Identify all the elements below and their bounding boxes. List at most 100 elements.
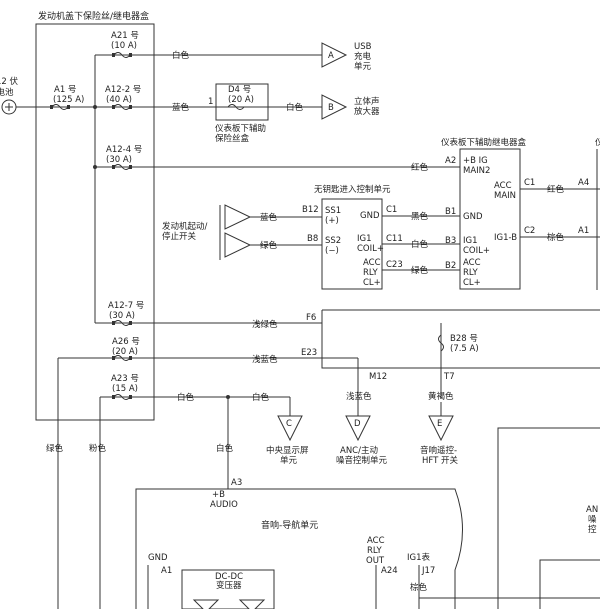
relay-accmain-a: ACC: [494, 181, 512, 191]
wire-white-c: 白色: [252, 392, 270, 403]
wire-white-a21: 白色: [172, 50, 190, 61]
battery-voltage: 12 伏: [0, 76, 19, 87]
fuse-box-outline: [35, 23, 155, 421]
connector-a: [321, 42, 348, 68]
fuse-a12-2-name: A12-2 号: [105, 85, 141, 95]
keyless-pin-c1: C1: [386, 205, 397, 215]
relay-accmain-b: MAIN: [494, 191, 516, 201]
wire-brown-c2: 棕色: [547, 232, 565, 243]
relay-main2-b: MAIN2: [463, 166, 490, 176]
d4-caption2: 保险丝盒: [215, 133, 250, 144]
d4-pin: 1: [208, 97, 213, 107]
relay-coil-a: IG1: [463, 236, 478, 246]
wire-white-ig1: 白色: [411, 239, 429, 250]
fuse-a12-2: [113, 104, 131, 110]
dcdc-converter: DC-DC 变压器: [181, 569, 275, 609]
pin-e23: E23: [301, 348, 317, 358]
right-inner-box: [539, 559, 600, 609]
pin-t7: T7: [443, 372, 455, 382]
relay-accrly-b: RLY: [463, 268, 479, 278]
keyless-acc-a: ACC: [363, 258, 381, 268]
connector-b: [321, 94, 348, 120]
wire-red-c1: 红色: [547, 184, 565, 195]
fuse-a23-rating: (15 A): [112, 384, 138, 394]
keyless-ss2-b: (−): [325, 246, 339, 256]
connector-e-label1: 音响遥控-: [420, 445, 457, 456]
fuse-a12-7-rating: (30 A): [109, 311, 135, 321]
fuse-a21-rating: (10 A): [111, 41, 137, 51]
audio-acc1: ACC: [367, 536, 385, 546]
connector-d-letter: D: [354, 419, 361, 429]
connector-b-letter: B: [328, 103, 334, 113]
dcdc-label1: DC-DC: [215, 572, 243, 582]
connector-a-label3: 单元: [354, 61, 372, 72]
wire-white-audio: 白色: [216, 443, 234, 454]
under-dash-relay-box: 仪表板下辅助继电器盒 +B IG MAIN2 GND IG1 COIL+ ACC…: [441, 137, 535, 290]
wire-green-acc: 绿色: [411, 265, 429, 276]
keyless-entry-unit: 无钥匙进入控制单元 SS1 (+) SS2 (−) GND IG1 COIL+ …: [302, 184, 403, 290]
relay-pin-b2: B2: [445, 261, 456, 271]
keyless-acc-c: CL+: [363, 278, 381, 288]
relay-pin-b3: B3: [445, 236, 456, 246]
connector-e-group: E 音响遥控- HFT 开关: [420, 415, 459, 466]
fuse-relay-box: 发动机盖下保险丝/继电器盒: [35, 10, 155, 421]
wire-brown-j17: 棕色: [410, 582, 428, 593]
connector-e-label2: HFT 开关: [422, 455, 459, 466]
wire-light-blue-m12: 浅蓝色: [346, 391, 372, 402]
audio-pin-j17: J17: [421, 566, 435, 576]
relay-main2-a: +B IG: [463, 156, 488, 166]
audio-navigation-unit: 音响-导航单元 +B AUDIO GND A1 ACC RLY OUT A24 …: [135, 488, 463, 609]
fuse-a1-name: A1 号: [54, 85, 76, 95]
keyless-pin-c23: C23: [386, 260, 403, 270]
fuse-a12-7-name: A12-7 号: [108, 301, 144, 311]
keyless-unit-title: 无钥匙进入控制单元: [314, 184, 391, 195]
audio-gnd: GND: [148, 553, 168, 563]
fuse-a21: [113, 52, 131, 58]
fuse-a23: [113, 394, 131, 400]
fuse-a1: [51, 104, 69, 110]
relay-pin-a1: A1: [578, 226, 589, 236]
wire-yellow-brown: 黄褐色: [428, 391, 454, 402]
keyless-gnd: GND: [360, 211, 380, 221]
connector-a-label2: 充电: [354, 51, 372, 62]
relay-coil-b: COIL+: [463, 246, 490, 256]
connector-c-label1: 中央显示屏: [266, 445, 309, 456]
connector-d-label2: 噪音控制单元: [336, 455, 388, 466]
dcdc-label2: 变压器: [216, 580, 242, 591]
d4-caption1: 仪表板下辅助: [215, 123, 266, 134]
wire-blue-a12-2: 蓝色: [172, 102, 190, 113]
relay-pin-c1: C1: [524, 178, 535, 188]
fuse-a23-name: A23 号: [111, 374, 139, 384]
wire-white-d4: 白色: [286, 102, 304, 113]
switch-label1: 发动机起动/: [162, 221, 208, 232]
fuse-a26-rating: (20 A): [112, 347, 138, 357]
relay-pin-a4: A4: [578, 178, 589, 188]
fuse-a21-name: A21 号: [111, 31, 139, 41]
audio-unit-title: 音响-导航单元: [261, 519, 318, 531]
relay-pin-a2: A2: [445, 156, 456, 166]
fuse-a12-4-name: A12-4 号: [106, 145, 142, 155]
connector-a-letter: A: [328, 51, 334, 61]
right-partial-unit: [497, 427, 600, 609]
keyless-pin-c11: C11: [386, 234, 403, 244]
keyless-pin-b8: B8: [307, 234, 318, 244]
fuse-d4: [227, 104, 245, 110]
right-edge-label2: 噪: [588, 515, 597, 525]
fuse-b28-name: B28 号: [450, 334, 478, 344]
wire-black-gnd: 黑色: [411, 211, 429, 222]
keyless-ig1-a: IG1: [357, 234, 372, 244]
relay-accrly-c: CL+: [463, 278, 481, 288]
fuse-a1-rating: (125 A): [53, 95, 84, 105]
wire-pink-left: 粉色: [89, 443, 107, 454]
d4-name: D4 号: [228, 85, 251, 95]
relay-gnd: GND: [463, 212, 483, 222]
connector-c-group: C 中央显示屏 单元: [266, 415, 309, 466]
keyless-ig1-b: COIL+: [357, 244, 384, 254]
relay-box-title: 仪表板下辅助继电器盒: [441, 137, 527, 148]
pin-m12: M12: [369, 372, 387, 382]
audio-unit-outline: [135, 488, 463, 609]
right-edge-label3: 控: [588, 524, 597, 535]
pin-f6: F6: [306, 313, 316, 323]
relay-ig1b: IG1-B: [494, 233, 517, 243]
